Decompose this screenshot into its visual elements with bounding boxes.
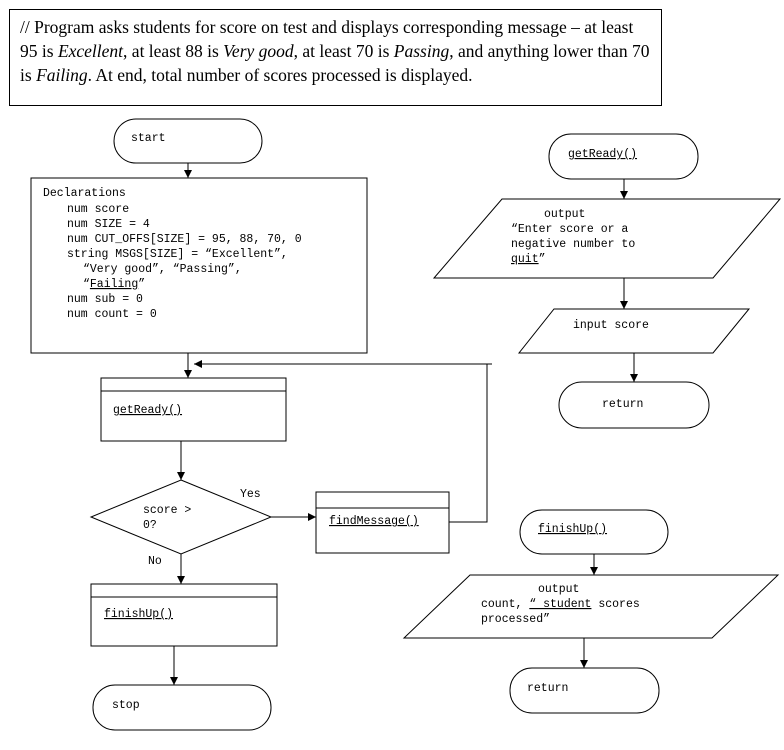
get-ready-call-label: getReady(): [113, 404, 182, 417]
stop-terminal: stop: [92, 684, 272, 731]
start-terminal: start: [113, 118, 263, 164]
comment-excellent: Excellent: [57, 41, 124, 61]
comment-failing: Failing: [36, 65, 88, 85]
loop-connector: [449, 364, 488, 523]
declarations-box: Declarations num score num SIZE = 4 num …: [30, 177, 368, 354]
declaration-line: num CUT_OFFS[SIZE] = 95, 88, 70, 0: [67, 233, 302, 246]
comment-text-1: // Program asks students for score on te…: [20, 17, 634, 61]
output-text: processed”: [481, 613, 550, 626]
declaration-line: “Very good”, “Passing”,: [83, 263, 242, 276]
declaration-line: num score: [67, 203, 129, 216]
output-label: output: [538, 583, 579, 596]
declaration-line: num SIZE = 4: [67, 218, 150, 231]
return-label: return: [602, 398, 643, 411]
output-text: “Enter score or a: [511, 223, 628, 236]
decision-label: 0?: [143, 519, 157, 532]
find-message-call-box: findMessage(): [315, 491, 450, 554]
start-label: start: [131, 132, 166, 145]
comment-text-5: . At end, total number of scores process…: [87, 65, 473, 85]
program-comment: // Program asks students for score on te…: [9, 9, 662, 106]
output-text: negative number to: [511, 238, 635, 251]
finish-up-call-box: finishUp(): [90, 583, 278, 647]
get-ready-terminal: getReady(): [548, 133, 699, 180]
decision-label: score >: [143, 504, 191, 517]
yes-label: Yes: [240, 488, 261, 501]
get-ready-module-header: getReady(): [568, 148, 637, 161]
output-text: count, “ student scores: [481, 598, 640, 611]
declaration-line: num count = 0: [67, 308, 157, 321]
output-text: quit”: [511, 253, 546, 266]
finish-up-module-header: finishUp(): [538, 523, 607, 536]
comment-very-good: Very good: [223, 41, 294, 61]
return-label: return: [527, 682, 568, 695]
comment-text-2: , at least 88 is: [123, 41, 224, 61]
get-ready-input: input score: [517, 308, 751, 354]
get-ready-output: output “Enter score or a negative number…: [432, 198, 782, 279]
finish-up-terminal: finishUp(): [519, 509, 669, 555]
input-label: input score: [573, 319, 649, 332]
get-ready-return-terminal: return: [558, 381, 710, 429]
finish-up-call-label: finishUp(): [104, 608, 173, 621]
declaration-line: “Failing”: [83, 278, 145, 291]
declaration-line: num sub = 0: [67, 293, 143, 306]
get-ready-call-box: getReady(): [100, 377, 287, 442]
output-label: output: [544, 208, 585, 221]
comment-text-4: , and anything lower than 70 is: [20, 41, 650, 85]
finish-up-return-terminal: return: [509, 667, 660, 714]
declaration-line: string MSGS[SIZE] = “Excellent”,: [67, 248, 288, 261]
no-label: No: [148, 555, 162, 568]
stop-label: stop: [112, 699, 140, 712]
comment-text-3: , at least 70 is: [293, 41, 394, 61]
finish-up-output: output count, “ student scores processed…: [402, 574, 780, 639]
find-message-call-label: findMessage(): [329, 515, 419, 528]
comment-passing: Passing: [393, 41, 450, 61]
declarations-heading: Declarations: [43, 187, 126, 200]
